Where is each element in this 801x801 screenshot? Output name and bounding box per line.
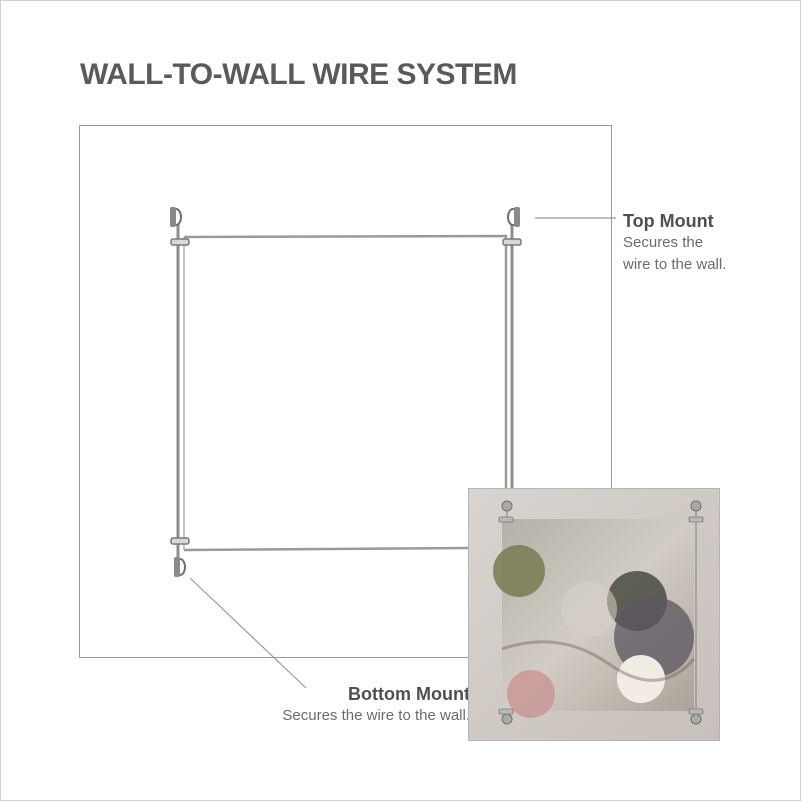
top-left-mount-icon [170, 207, 182, 227]
bottom-left-grip-icon [170, 537, 190, 545]
top-right-grip-icon [502, 238, 522, 246]
bottom-mount-leader [189, 577, 307, 689]
bottom-mount-callout: Bottom Mount Secures the wire to the wal… [240, 683, 470, 727]
top-left-grip-icon [170, 238, 190, 246]
bottom-mount-title: Bottom Mount [348, 684, 470, 704]
artwork-photo-illustration [469, 489, 719, 740]
top-right-mount-icon [507, 207, 520, 227]
top-mount-title: Top Mount [623, 211, 714, 231]
installed-artwork-photo [468, 488, 720, 741]
bottom-mount-description: Secures the wire to the wall. [282, 707, 470, 724]
hanging-panel-outline [183, 234, 508, 552]
top-mount-description: Secures the wire to the wall. [623, 234, 727, 273]
page-title: WALL-TO-WALL WIRE SYSTEM [80, 58, 517, 91]
top-mount-callout: Top Mount Secures the wire to the wall. [623, 210, 733, 276]
bottom-left-mount-icon [174, 557, 186, 577]
